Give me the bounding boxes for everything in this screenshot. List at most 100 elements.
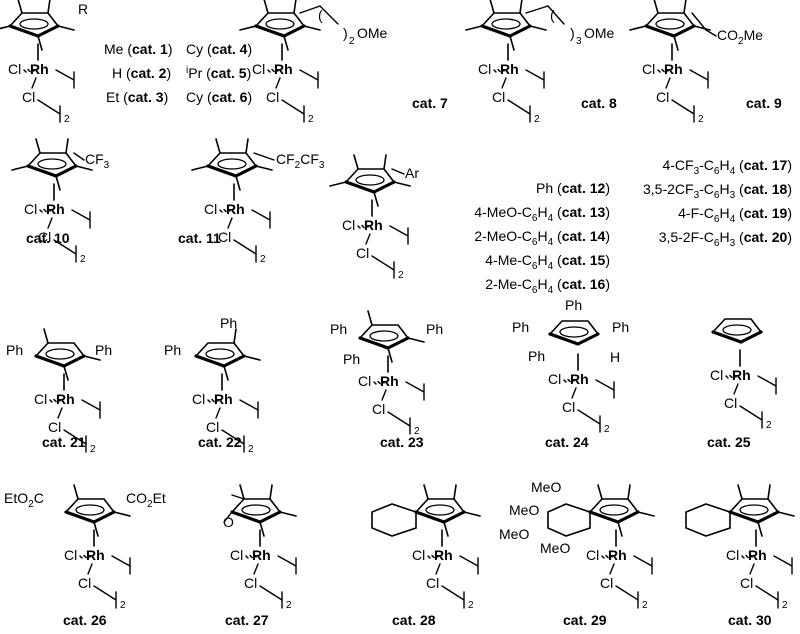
c10-label: CF3: [85, 151, 110, 171]
c24-h: H: [610, 349, 620, 365]
c28-rh: Rh: [434, 547, 453, 563]
c24-cl-2: Cl: [562, 399, 575, 415]
c24-rh: Rh: [570, 371, 589, 387]
c30-two: 2: [782, 600, 788, 611]
c22-rh: Rh: [214, 391, 233, 407]
cat-28-label: cat. 28: [392, 612, 436, 628]
label-cat-19: 4-F-C6H4 (cat. 19): [678, 205, 792, 225]
c27-cp-ring: [230, 484, 297, 537]
c9-label: CO2Me: [717, 27, 763, 47]
c8-cl-1: Cl: [478, 61, 491, 77]
c21-ph-left: Ph: [6, 342, 23, 358]
c25-two: 2: [766, 420, 772, 431]
c24-ph-bottom: Ph: [528, 348, 545, 364]
aryl-cl-2: Cl: [356, 245, 369, 261]
c29-rh: Rh: [608, 547, 627, 563]
c22-cl-1: Cl: [192, 391, 205, 407]
c26-two: 2: [120, 600, 126, 611]
label-cat-2: H (cat. 2): [112, 65, 171, 81]
aryl-cl-1: Cl: [342, 217, 355, 233]
cat-26-label: cat. 26: [63, 612, 107, 628]
aryl-two: 2: [398, 270, 404, 281]
c10-rh: Rh: [46, 201, 65, 217]
c24-two: 2: [604, 424, 610, 435]
c28-cl-1: Cl: [412, 547, 425, 563]
c30-cl-1: Cl: [726, 547, 739, 563]
c8-paren: (: [550, 7, 555, 23]
c21-cp-ring: [34, 328, 101, 381]
c7-rh: Rh: [274, 61, 293, 77]
label-cat-17: 4-CF3-C6H4 (cat. 17): [662, 157, 792, 177]
cat-22-label: cat. 22: [198, 434, 242, 450]
c27-o: O: [223, 514, 234, 530]
c29-cl-1: Cl: [586, 547, 599, 563]
aryl-right-labels: 4-CF3-C6H4 (cat. 17) 3,5-2CF3-C6H3 (cat.…: [643, 157, 792, 249]
c7-sub: 2: [349, 36, 355, 47]
c24-cl-1: Cl: [548, 371, 561, 387]
c23-cp-ring: [358, 310, 425, 363]
c8-sub: 3: [576, 36, 582, 47]
c29-meo1: MeO: [531, 479, 561, 495]
c10-cl-1: Cl: [24, 201, 37, 217]
c26-left: EtO2C: [4, 490, 44, 510]
cat-9-label: cat. 9: [746, 95, 782, 111]
series-a-labels: Me (cat. 1) H (cat. 2) Et (cat. 3): [104, 41, 172, 105]
c21-two: 2: [90, 444, 96, 455]
cat-25-label: cat. 25: [707, 434, 751, 450]
c7-paren: (: [318, 7, 323, 23]
c23-two: 2: [414, 426, 420, 437]
c27-cl-2: Cl: [244, 575, 257, 591]
c28-two: 2: [468, 600, 474, 611]
c27-two: 2: [286, 600, 292, 611]
catalyst-labels: cat. 7 cat. 8 cat. 9 cat. 10 cat. 11 cat…: [26, 95, 782, 628]
c21-cl-1: Cl: [34, 391, 47, 407]
c22-ph-left: Ph: [164, 342, 181, 358]
label-cat-3: Et (cat. 3): [106, 89, 168, 105]
c8-two: 2: [534, 114, 540, 125]
label-cat-12: Ph (cat. 12): [536, 180, 610, 196]
c25-cp-ring: [711, 318, 763, 344]
c21-cl-2: Cl: [48, 419, 61, 435]
c8-label: OMe: [584, 25, 615, 41]
c26-cp-ring: [64, 484, 131, 537]
c24-ph-left: Ph: [512, 319, 529, 335]
c23-ph-right: Ph: [426, 321, 443, 337]
c8-cl-2: Cl: [492, 89, 505, 105]
c21-rh: Rh: [56, 391, 75, 407]
cat-8-label: cat. 8: [581, 95, 617, 111]
c11-label: CF2CF3: [276, 151, 325, 171]
c8-cp-ring: [465, 0, 547, 51]
c29-meo3: MeO: [499, 526, 529, 542]
label-cat-20: 3,5-2F-C6H3 (cat. 20): [659, 229, 792, 249]
c1-cp-ring: [0, 0, 75, 51]
aryl-label: Ar: [405, 165, 419, 181]
label-cat-4: Cy (cat. 4): [186, 41, 252, 57]
aryl-rh: Rh: [364, 217, 383, 233]
c10-cl-2: Cl: [38, 229, 51, 245]
cat-21-label: cat. 21: [42, 434, 86, 450]
cat-23-label: cat. 23: [380, 434, 424, 450]
c9-rh: Rh: [664, 61, 683, 77]
c22-ph-top: Ph: [220, 315, 237, 331]
c30-cl-2: Cl: [740, 575, 753, 591]
c1-two: 2: [64, 114, 70, 125]
c24-ph-right: Ph: [612, 319, 629, 335]
c26-cl-1: Cl: [64, 547, 77, 563]
aryl-left-labels: Ph (cat. 12) 4-MeO-C6H4 (cat. 13) 2-MeO-…: [474, 180, 610, 296]
label-cat-15: 4-Me-C6H4 (cat. 15): [485, 252, 610, 272]
c25-rh: Rh: [732, 367, 751, 383]
c11-cp-ring: [191, 138, 273, 191]
c21-ph-right: Ph: [95, 342, 112, 358]
